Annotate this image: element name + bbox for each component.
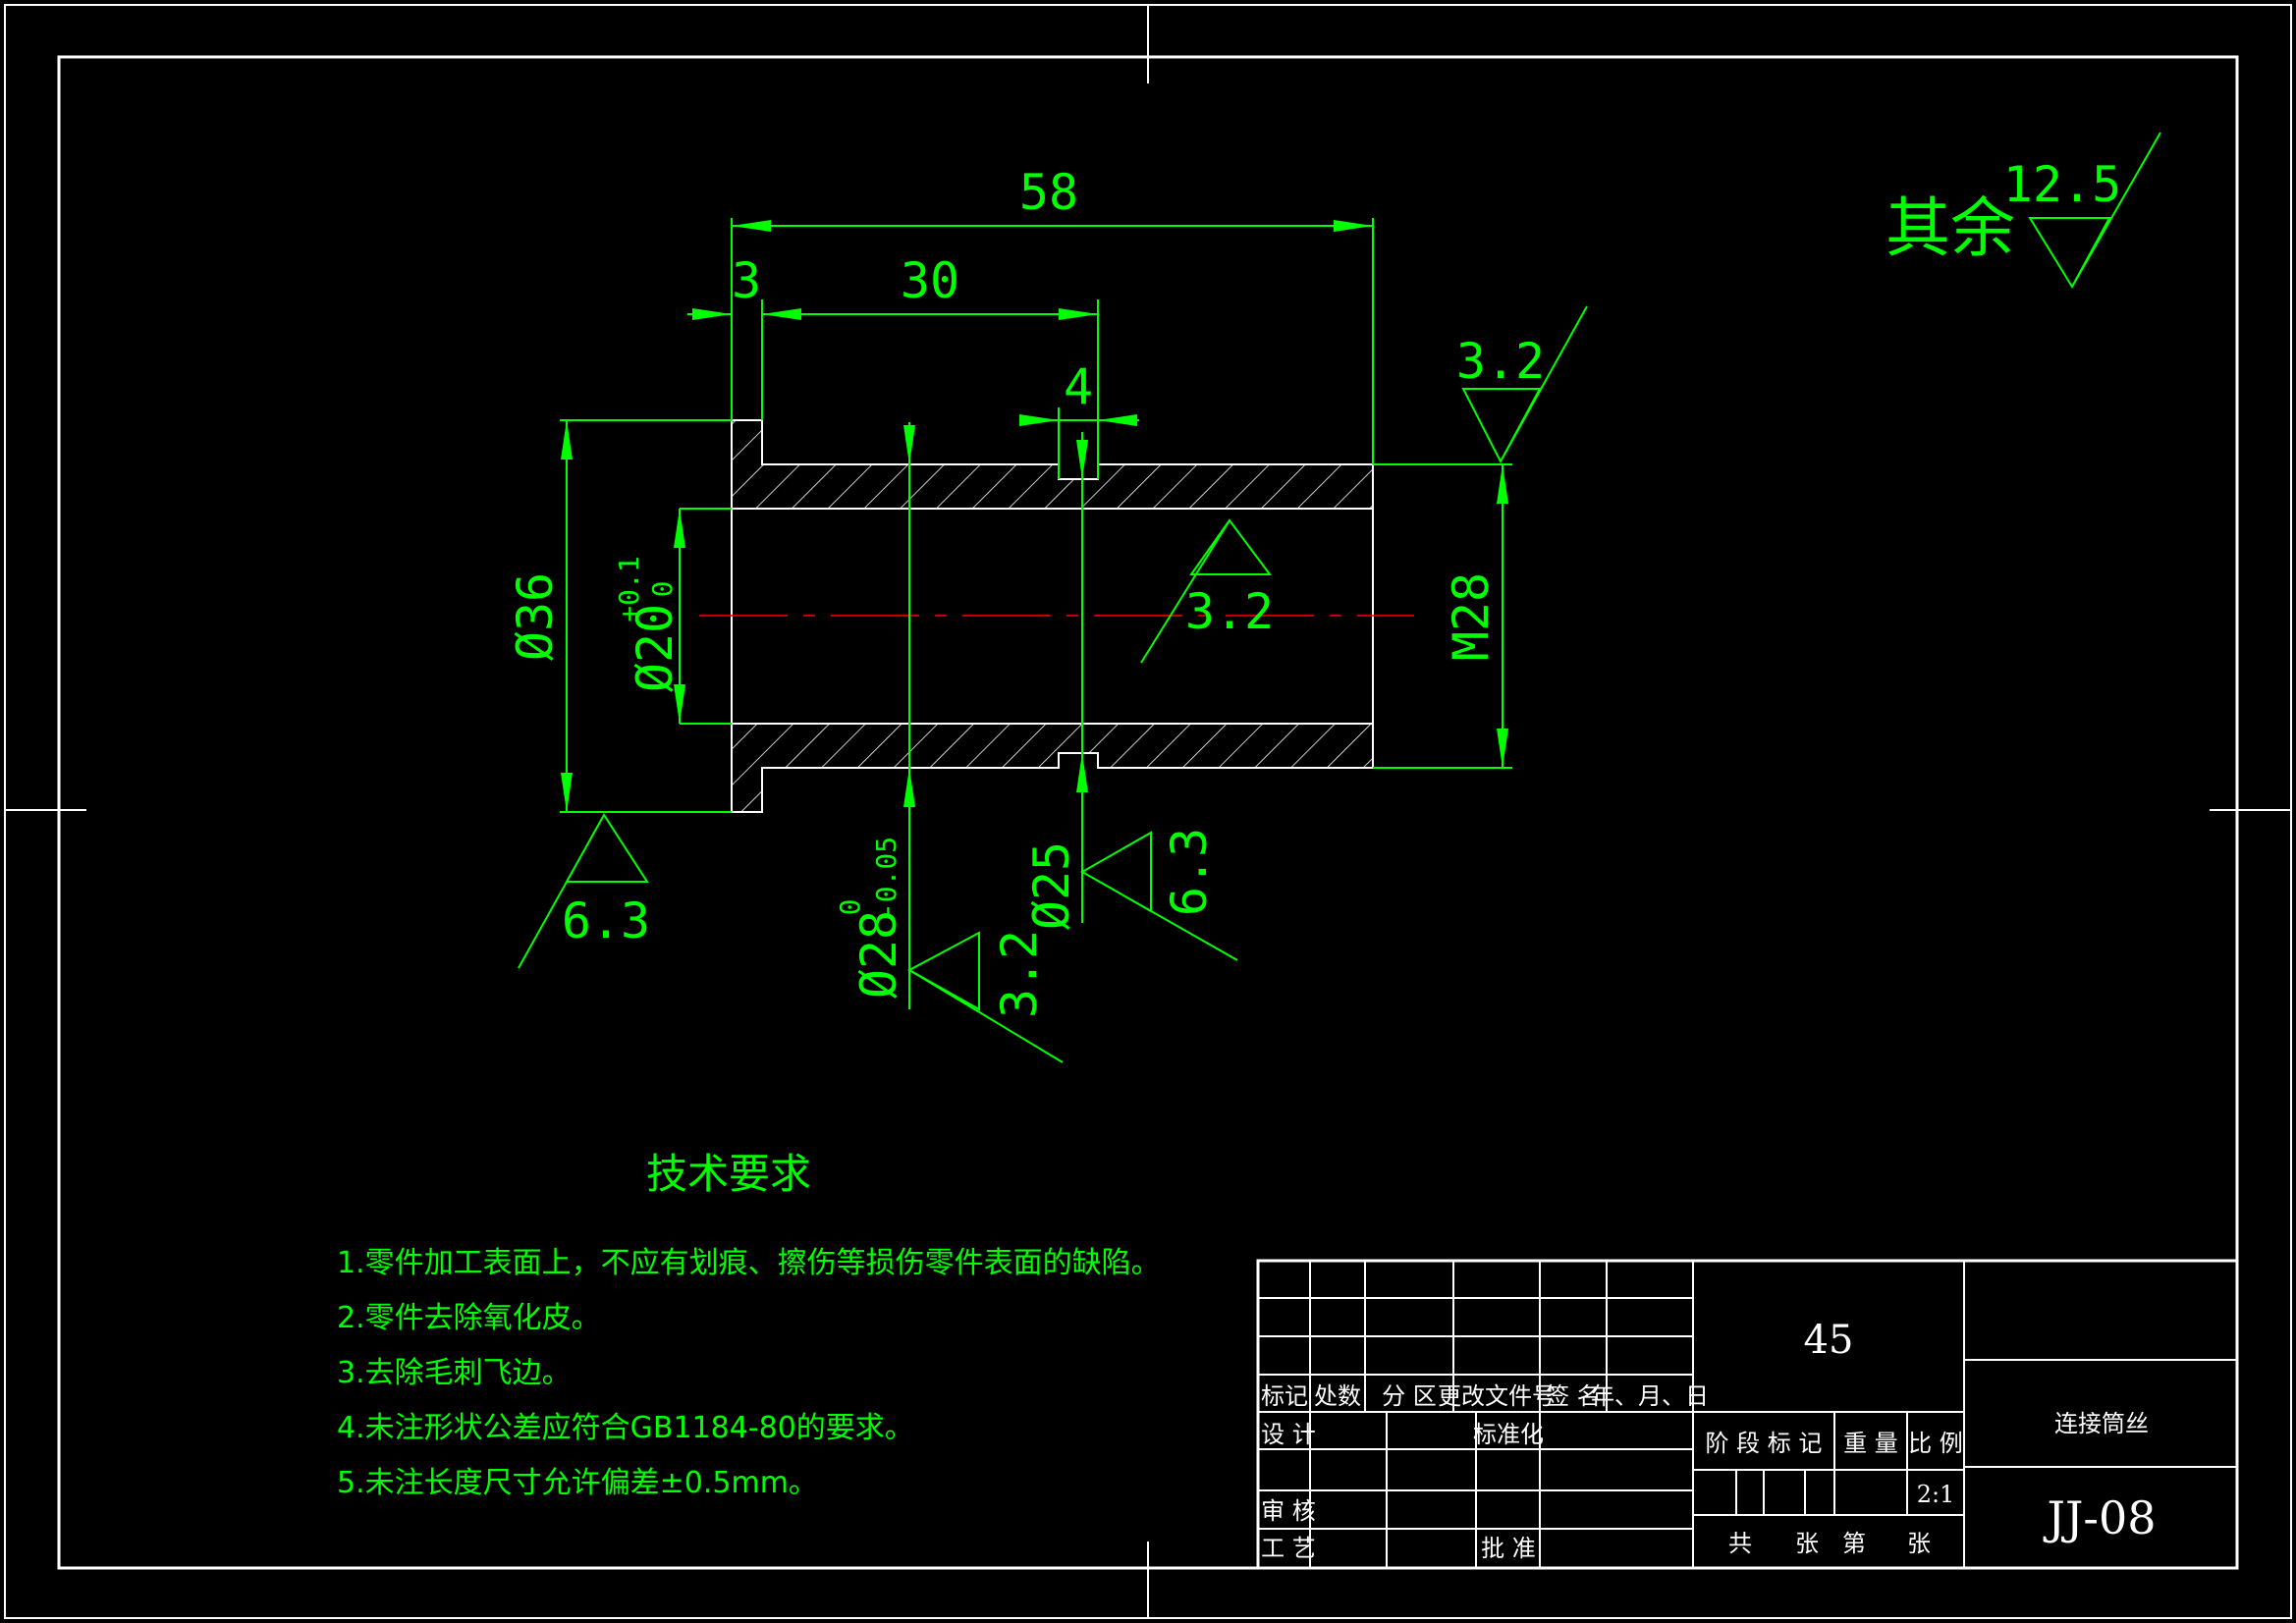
tb-approve: 批 准: [1481, 1535, 1536, 1562]
tb-ratio: 比 例: [1908, 1430, 1963, 1457]
dim-groove-width: 4: [1064, 358, 1093, 415]
dim-bore-tol-upper: +0.1: [613, 556, 645, 622]
tech-req-item: 4.未注形状公差应符合GB1184-80的要求。: [337, 1411, 914, 1445]
tb-mark: 标记: [1261, 1382, 1308, 1410]
tb-sheet-no: 第: [1842, 1530, 1866, 1557]
dim-thread: M28: [1443, 572, 1500, 661]
roughness-symbols: 其余 12.5 3.2 3.2 6.3 3.2 6.3: [518, 132, 2161, 1063]
tb-process: 工 艺: [1261, 1535, 1316, 1562]
dim-to-groove: 30: [901, 252, 959, 309]
dim-flange-width: 3: [732, 252, 761, 309]
dim-groove-dia: Ø25: [1023, 841, 1080, 930]
title-block: 标记 处数 分 区 更改文件号 签 名 年、月、日 设 计 标准化 审 核 工 …: [1256, 1259, 2239, 1570]
part-section: [699, 419, 1414, 813]
tech-req-item: 1.零件加工表面上，不应有划痕、擦伤等损伤零件表面的缺陷。: [337, 1246, 1161, 1280]
tb-date: 年、月、日: [1591, 1382, 1709, 1410]
tb-count: 处数: [1314, 1382, 1361, 1410]
tb-review: 审 核: [1261, 1497, 1316, 1525]
roughness-general-label: 其余: [1886, 190, 2015, 266]
tb-material: 45: [1804, 1318, 1854, 1363]
tech-req-item: 5.未注长度尺寸允许偏差±0.5mm。: [337, 1466, 818, 1500]
tb-change-doc: 更改文件号: [1438, 1382, 1556, 1410]
centering-marks: [5, 5, 2291, 1618]
tb-weight: 重 量: [1843, 1430, 1898, 1457]
roughness-outer: 3.2: [991, 930, 1048, 1018]
dim-outer-tol: -0.05: [870, 837, 902, 919]
tb-zone: 分 区: [1382, 1382, 1437, 1410]
dim-overall-length: 58: [1019, 164, 1078, 221]
dim-outer-dia: Ø28: [850, 910, 907, 999]
roughness-flange-face: 6.3: [562, 893, 650, 949]
tb-scale: 2:1: [1917, 1481, 1955, 1508]
tb-part-name: 连接筒丝: [2054, 1410, 2149, 1437]
tb-stage-mark: 阶 段 标 记: [1706, 1430, 1823, 1457]
tb-sheets-unit: 张: [1795, 1530, 1819, 1557]
tech-req-title: 技术要求: [646, 1150, 811, 1198]
tb-sign: 签 名: [1546, 1382, 1601, 1410]
drawing-frame: [57, 55, 2239, 1570]
tech-req-item: 3.去除毛刺飞边。: [337, 1356, 572, 1390]
dim-bore-tol-lower: 0: [646, 581, 679, 598]
tb-standard: 标准化: [1473, 1421, 1544, 1448]
part-outline-lower: [731, 724, 1374, 813]
tb-sheet-unit2: 张: [1907, 1530, 1931, 1557]
tech-requirements: 技术要求 1.零件加工表面上，不应有划痕、擦伤等损伤零件表面的缺陷。 2.零件去…: [337, 1150, 1161, 1500]
tb-design: 设 计: [1261, 1421, 1316, 1448]
tb-drawing-no: JJ-08: [2044, 1491, 2157, 1544]
dim-flange-dia: Ø36: [507, 572, 564, 661]
roughness-thread-end: 3.2: [1456, 333, 1545, 390]
dimensions: 58 3 30 4 Ø36 Ø20 +0.1 0 M28 Ø28 -0.05 0: [507, 164, 1512, 1009]
roughness-groove: 6.3: [1161, 828, 1218, 916]
tb-sheets-total: 共: [1728, 1530, 1752, 1557]
tech-req-item: 2.零件去除氧化皮。: [337, 1301, 601, 1335]
roughness-general-value: 12.5: [2003, 156, 2121, 213]
roughness-bore: 3.2: [1185, 583, 1274, 640]
dim-outer-tol-zero: 0: [834, 899, 866, 916]
dim-bore-dia: Ø20: [627, 604, 683, 692]
